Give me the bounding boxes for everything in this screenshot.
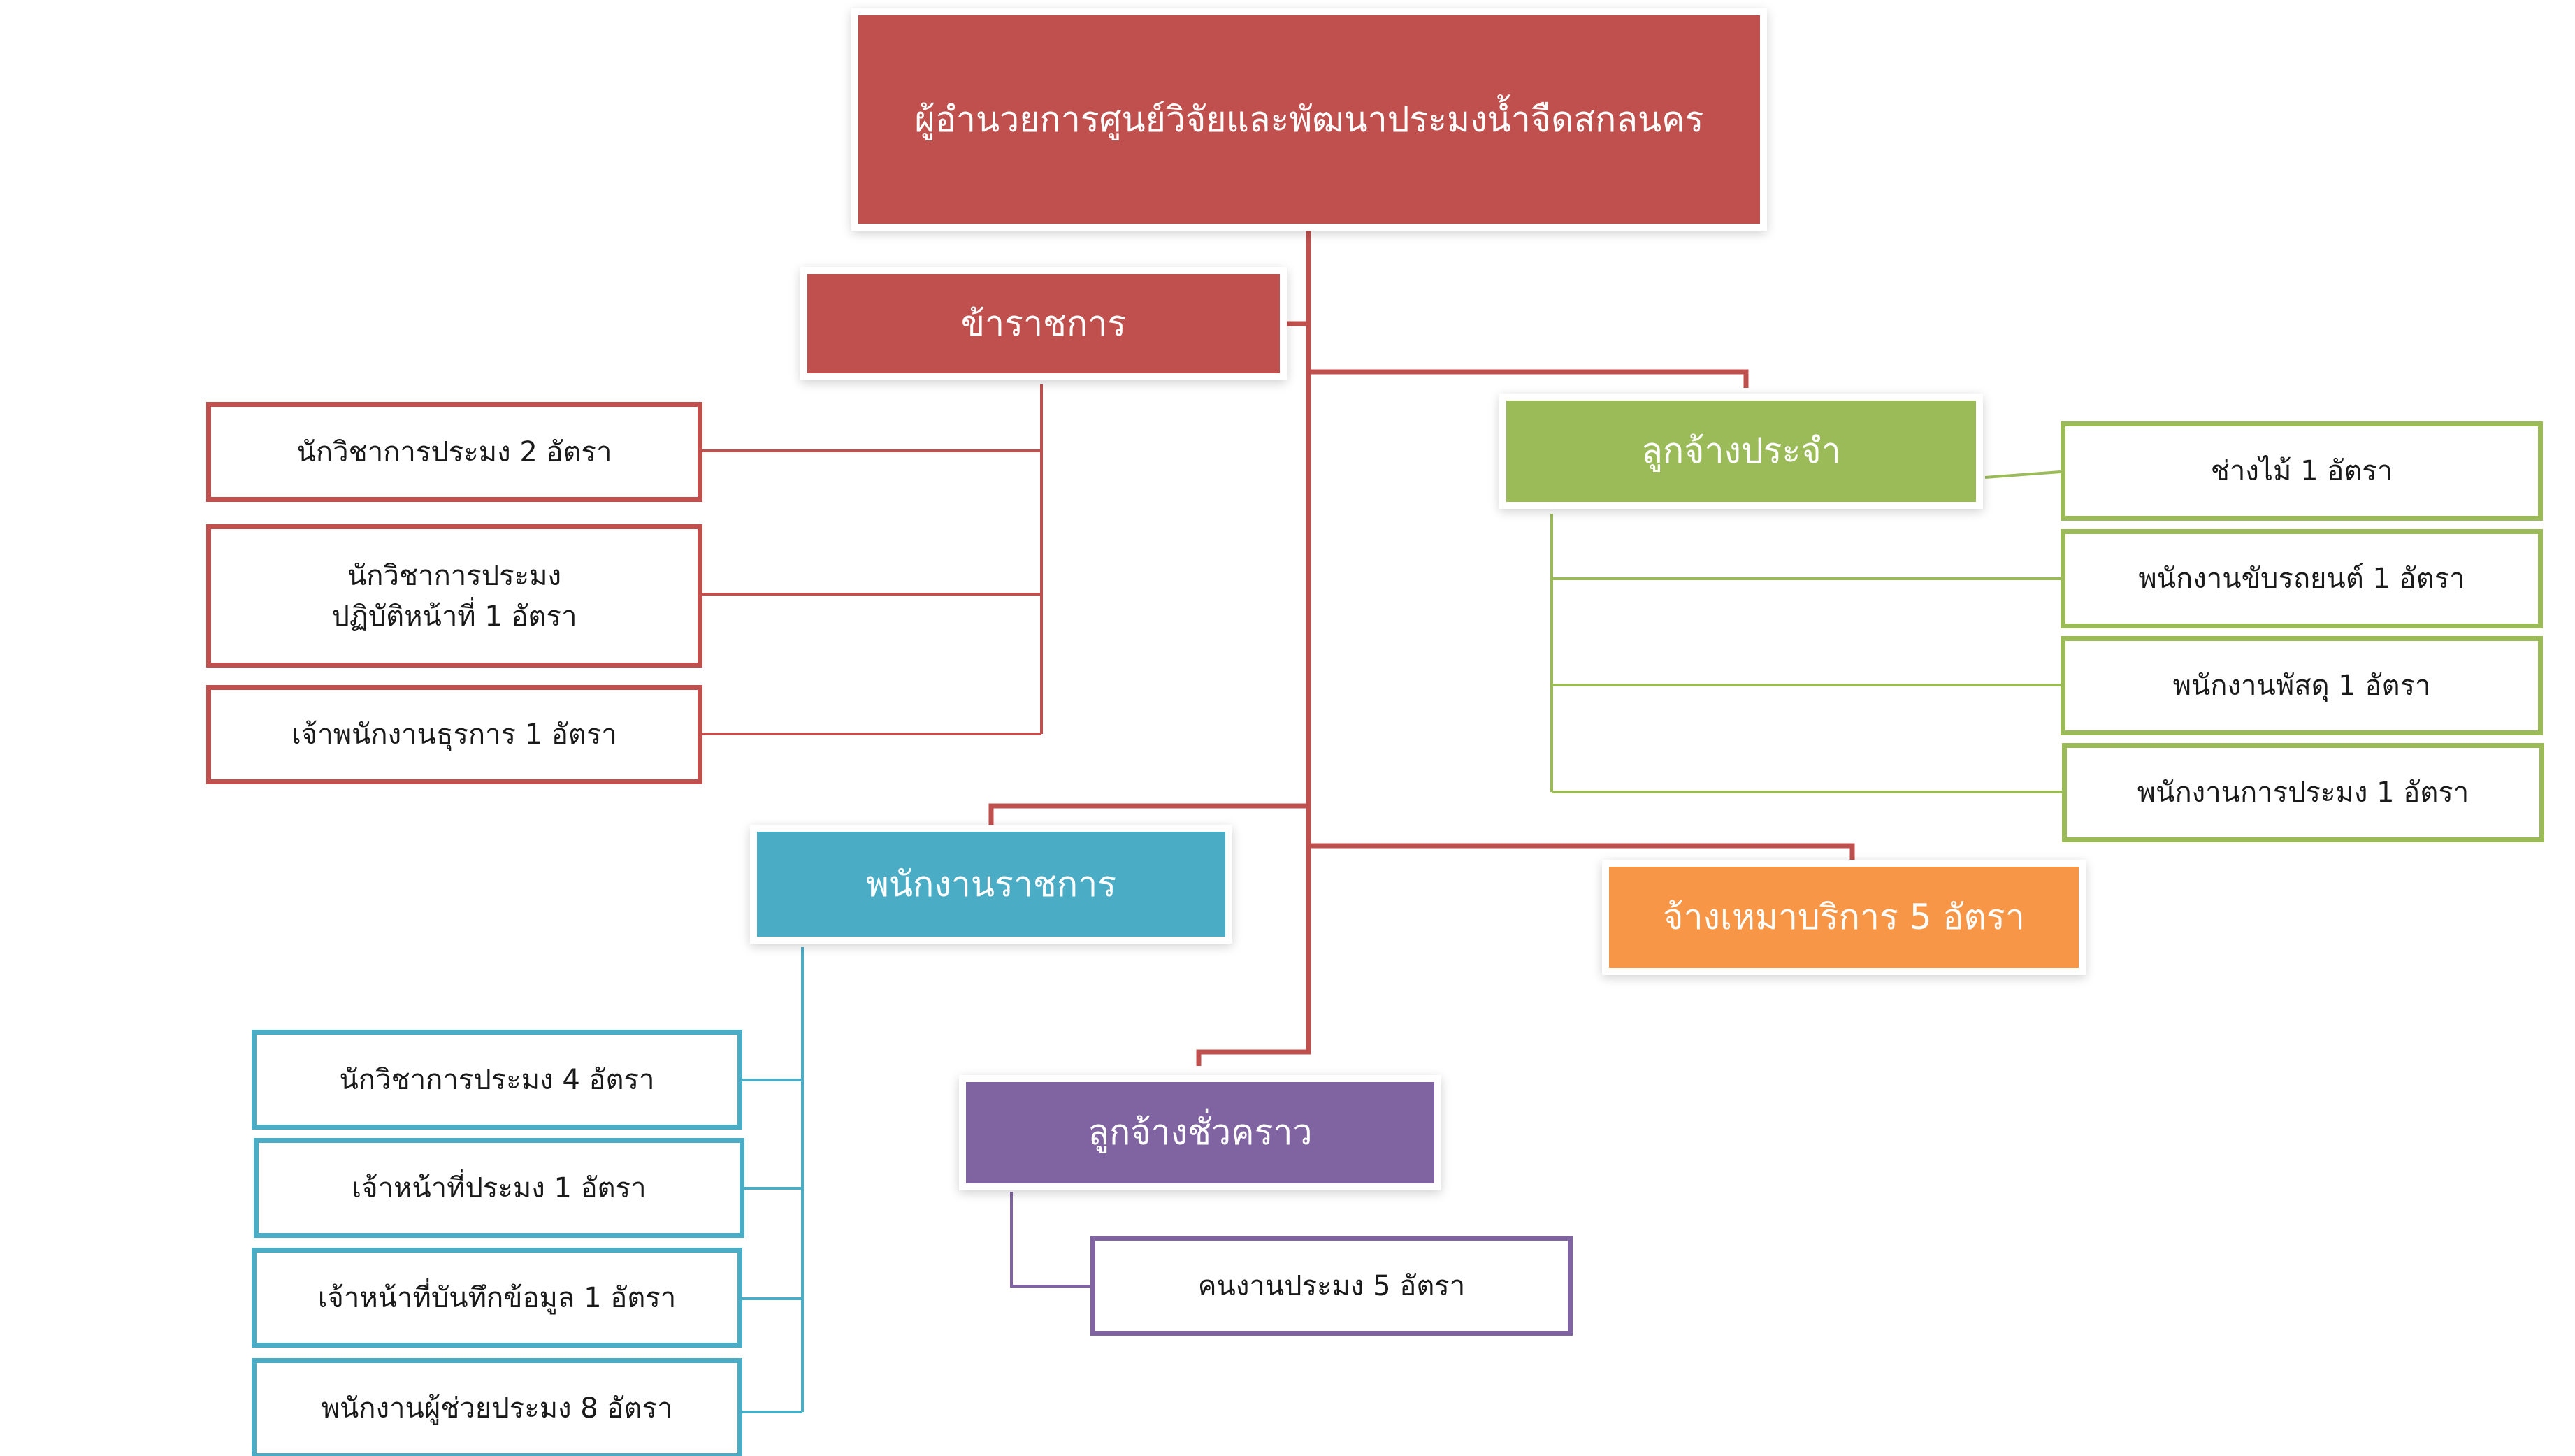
- permanent-connectors: [1550, 470, 2062, 793]
- permanent-item-2: พนักงานขับรถยนต์ 1 อัตรา: [2061, 529, 2543, 628]
- permanent-item-4: พนักงานการประมง 1 อัตรา: [2062, 743, 2544, 842]
- red-connectors: [988, 231, 1855, 1066]
- civil-servant-item-2: นักวิชาการประมง ปฏิบัติหน้าที่ 1 อัตรา: [206, 524, 702, 668]
- connector-permanent-item-1: [1984, 470, 2061, 479]
- connector-permanent-employees: [1308, 369, 1749, 388]
- root-label: ผู้อำนวยการศูนย์วิจัยและพัฒนาประมงน้ำจืด…: [914, 99, 1704, 140]
- permanent-item-1: ช่างไม้ 1 อัตรา: [2061, 421, 2543, 521]
- government-item-4: พนักงานผู้ช่วยประมง 8 อัตรา: [252, 1358, 742, 1456]
- temporary-employees-box: ลูกจ้างชั่วคราว: [966, 1082, 1434, 1183]
- connector-government-employees: [988, 803, 1308, 825]
- government-item-1: นักวิชาการประมง 4 อัตรา: [252, 1030, 742, 1130]
- connector-root-trunk: [1196, 231, 1311, 1066]
- civil-servant-item-3: เจ้าพนักงานธุรการ 1 อัตรา: [206, 685, 702, 784]
- permanent-item-3: พนักงานพัสดุ 1 อัตรา: [2061, 636, 2543, 735]
- government-connectors: [742, 947, 804, 1413]
- government-employees-label: พนักงานราชการ: [865, 863, 1117, 904]
- connector-contract-service: [1308, 843, 1855, 863]
- contract-service-label: จ้างเหมาบริการ 5 อัตรา: [1663, 897, 2025, 937]
- civil-servants-label: ข้าราชการ: [960, 303, 1127, 344]
- contract-service-box: จ้างเหมาบริการ 5 อัตรา: [1609, 867, 2079, 968]
- civil-servants-box: ข้าราชการ: [807, 274, 1280, 373]
- civil-servant-connectors: [701, 384, 1043, 735]
- root-box: ผู้อำนวยการศูนย์วิจัยและพัฒนาประมงน้ำจืด…: [858, 15, 1760, 224]
- temporary-connectors: [1010, 1192, 1090, 1288]
- government-employees-box: พนักงานราชการ: [757, 832, 1225, 937]
- permanent-employees-box: ลูกจ้างประจำ: [1506, 401, 1976, 502]
- civil-servant-item-1: นักวิชาการประมง 2 อัตรา: [206, 402, 702, 502]
- government-item-3: เจ้าหน้าที่บันทึกข้อมูล 1 อัตรา: [252, 1248, 742, 1348]
- permanent-employees-label: ลูกจ้างประจำ: [1641, 431, 1841, 471]
- connector-temporary-item-1: [1010, 1192, 1090, 1288]
- temporary-employees-label: ลูกจ้างชั่วคราว: [1088, 1112, 1313, 1153]
- government-item-2: เจ้าหน้าที่ประมง 1 อัตรา: [254, 1138, 744, 1238]
- temporary-item-1: คนงานประมง 5 อัตรา: [1090, 1236, 1573, 1336]
